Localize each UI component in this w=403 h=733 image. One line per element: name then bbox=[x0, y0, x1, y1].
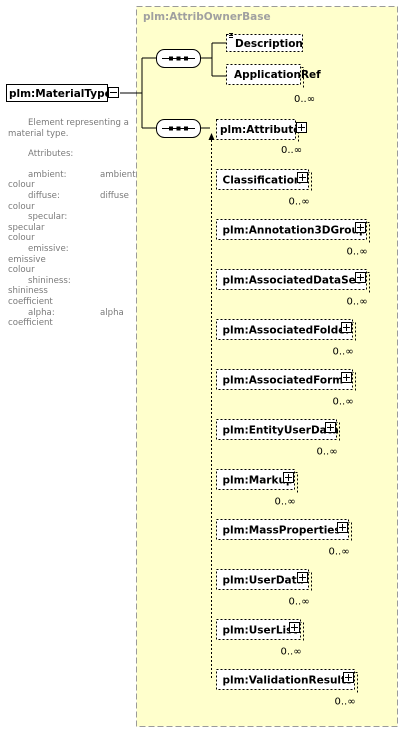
expand-icon[interactable] bbox=[355, 272, 366, 283]
attribute-name: shininess: bbox=[28, 275, 71, 286]
choice-element-label: plm:Annotation3DGroup bbox=[223, 225, 367, 237]
expand-icon[interactable] bbox=[341, 322, 352, 333]
documentation-panel: Element representing a material type. At… bbox=[8, 118, 136, 329]
choice-element-label: plm:UserData bbox=[223, 575, 304, 587]
element-plm-attribute[interactable]: plm:Attribute 0..∞ bbox=[216, 119, 307, 157]
sequence-icon bbox=[184, 126, 188, 131]
element-description[interactable]: Description bbox=[226, 33, 303, 52]
element-plm-attribute-label: plm:Attribute bbox=[220, 124, 300, 136]
expand-icon[interactable] bbox=[325, 422, 336, 433]
attribute-desc: specular bbox=[8, 222, 45, 233]
occurrence-label: 0..∞ bbox=[294, 94, 315, 105]
element-description-text: Element representing a material type. bbox=[8, 118, 129, 139]
attribute-doc-line: specular:specular bbox=[8, 212, 136, 233]
group-title: plm:AttribOwnerBase bbox=[143, 11, 271, 23]
occurrence-label: 0..∞ bbox=[333, 347, 354, 358]
expand-icon[interactable] bbox=[341, 372, 352, 383]
attribute-desc: emissive bbox=[8, 254, 46, 265]
attribute-desc: shininess bbox=[8, 286, 48, 297]
element-application-ref[interactable]: ApplicationRef 0..∞ bbox=[226, 64, 322, 106]
choice-element[interactable]: Classification 0..∞ bbox=[216, 169, 312, 208]
choice-element-label: plm:AssociatedFolder bbox=[223, 325, 352, 337]
sequence-icon bbox=[169, 126, 173, 131]
choice-element-label: plm:AssociatedForm bbox=[223, 375, 344, 387]
sequence-compositor-2[interactable] bbox=[156, 119, 201, 138]
expand-icon[interactable] bbox=[108, 87, 119, 98]
choice-element[interactable]: plm:AssociatedFolder 0..∞ bbox=[216, 319, 356, 358]
choice-element-label: plm:AssociatedDataSet bbox=[223, 275, 361, 287]
choice-element-label: plm:ValidationResults bbox=[223, 675, 353, 687]
expand-icon[interactable] bbox=[297, 572, 308, 583]
occurrence-label: 0..∞ bbox=[289, 197, 310, 208]
sequence-icon bbox=[176, 126, 181, 131]
attribute-desc-continued: colour bbox=[8, 180, 35, 191]
occurrence-label: 0..∞ bbox=[329, 547, 350, 558]
occurrence-label: 0..∞ bbox=[275, 497, 296, 508]
choice-element[interactable]: plm:Markup 0..∞ bbox=[216, 469, 298, 508]
choice-element[interactable]: plm:EntityUserData 0..∞ bbox=[216, 419, 340, 458]
attribute-desc: diffuse bbox=[100, 190, 129, 201]
choice-element-label: plm:UserList bbox=[223, 625, 298, 637]
occurrence-label: 0..∞ bbox=[335, 697, 356, 708]
attributes-heading: Attributes: bbox=[28, 149, 74, 160]
sequence-icon bbox=[184, 56, 188, 61]
occurrence-label: 0..∞ bbox=[281, 647, 302, 658]
attribute-desc-continued: colour bbox=[8, 201, 35, 212]
expand-icon[interactable] bbox=[297, 172, 308, 183]
connectors bbox=[120, 42, 226, 129]
attribute-desc-continued: colour bbox=[8, 265, 35, 276]
element-application-ref-label: ApplicationRef bbox=[234, 69, 321, 81]
attribute-name: diffuse: bbox=[28, 190, 60, 201]
attribute-desc-continued: coefficient bbox=[8, 318, 53, 329]
expand-icon[interactable] bbox=[355, 222, 366, 233]
choice-element[interactable]: plm:AssociatedDataSet 0..∞ bbox=[216, 269, 370, 308]
attribute-name: specular: bbox=[28, 212, 68, 223]
sequence-icon bbox=[169, 56, 173, 61]
sequence-icon bbox=[176, 56, 181, 61]
attribute-doc-line: alpha: alpha bbox=[8, 308, 136, 319]
arrow-up-icon bbox=[208, 133, 215, 140]
choice-element[interactable]: plm:UserList 0..∞ bbox=[216, 619, 304, 658]
attribute-name: ambient: bbox=[28, 169, 67, 180]
choice-connector bbox=[208, 133, 215, 680]
sequence-compositor-1[interactable] bbox=[156, 49, 201, 68]
choice-element[interactable]: plm:Annotation3DGroup 0..∞ bbox=[216, 219, 370, 258]
expand-icon[interactable] bbox=[337, 522, 348, 533]
occurrence-label: 0..∞ bbox=[281, 145, 302, 156]
choice-element-label: plm:EntityUserData bbox=[223, 425, 339, 437]
attribute-desc: ambient bbox=[100, 169, 136, 180]
occurrence-label: 0..∞ bbox=[317, 447, 338, 458]
attribute-doc-line: diffuse: diffuse bbox=[8, 191, 136, 202]
choice-element[interactable]: plm:MassProperties 0..∞ bbox=[216, 519, 352, 558]
choice-element-label: plm:Markup bbox=[223, 475, 294, 487]
root-element-box[interactable]: plm:MaterialType bbox=[6, 84, 119, 102]
root-element-label: plm:MaterialType bbox=[9, 88, 112, 100]
attribute-doc-line: ambient: ambient bbox=[8, 170, 136, 181]
choice-element-label: Classification bbox=[223, 175, 302, 187]
element-description-label: Description bbox=[235, 38, 303, 50]
occurrence-label: 0..∞ bbox=[289, 597, 310, 608]
choice-element[interactable]: plm:UserData 0..∞ bbox=[216, 569, 312, 608]
attribute-doc-line: shininess:shininess bbox=[8, 276, 136, 297]
occurrence-label: 0..∞ bbox=[333, 397, 354, 408]
attribute-desc-continued: coefficient bbox=[8, 296, 53, 307]
attribute-name: alpha: bbox=[28, 307, 55, 318]
attribute-doc-line: emissive:emissive bbox=[8, 244, 136, 265]
attribute-desc-continued: colour bbox=[8, 233, 35, 244]
choice-element-label: plm:MassProperties bbox=[223, 525, 341, 537]
attribute-name: emissive: bbox=[28, 243, 69, 254]
expand-icon[interactable] bbox=[283, 472, 294, 483]
attribute-desc: alpha bbox=[100, 307, 124, 318]
occurrence-label: 0..∞ bbox=[347, 247, 368, 258]
occurrence-label: 0..∞ bbox=[347, 297, 368, 308]
expand-icon[interactable] bbox=[289, 622, 300, 633]
choice-element[interactable]: plm:AssociatedForm 0..∞ bbox=[216, 369, 356, 408]
attrib-owner-base-group bbox=[136, 6, 398, 727]
documentation-icon bbox=[229, 33, 233, 38]
choice-element[interactable]: plm:ValidationResults 0..∞ bbox=[216, 669, 358, 708]
expand-icon[interactable] bbox=[343, 672, 354, 683]
expand-icon[interactable] bbox=[296, 122, 307, 133]
